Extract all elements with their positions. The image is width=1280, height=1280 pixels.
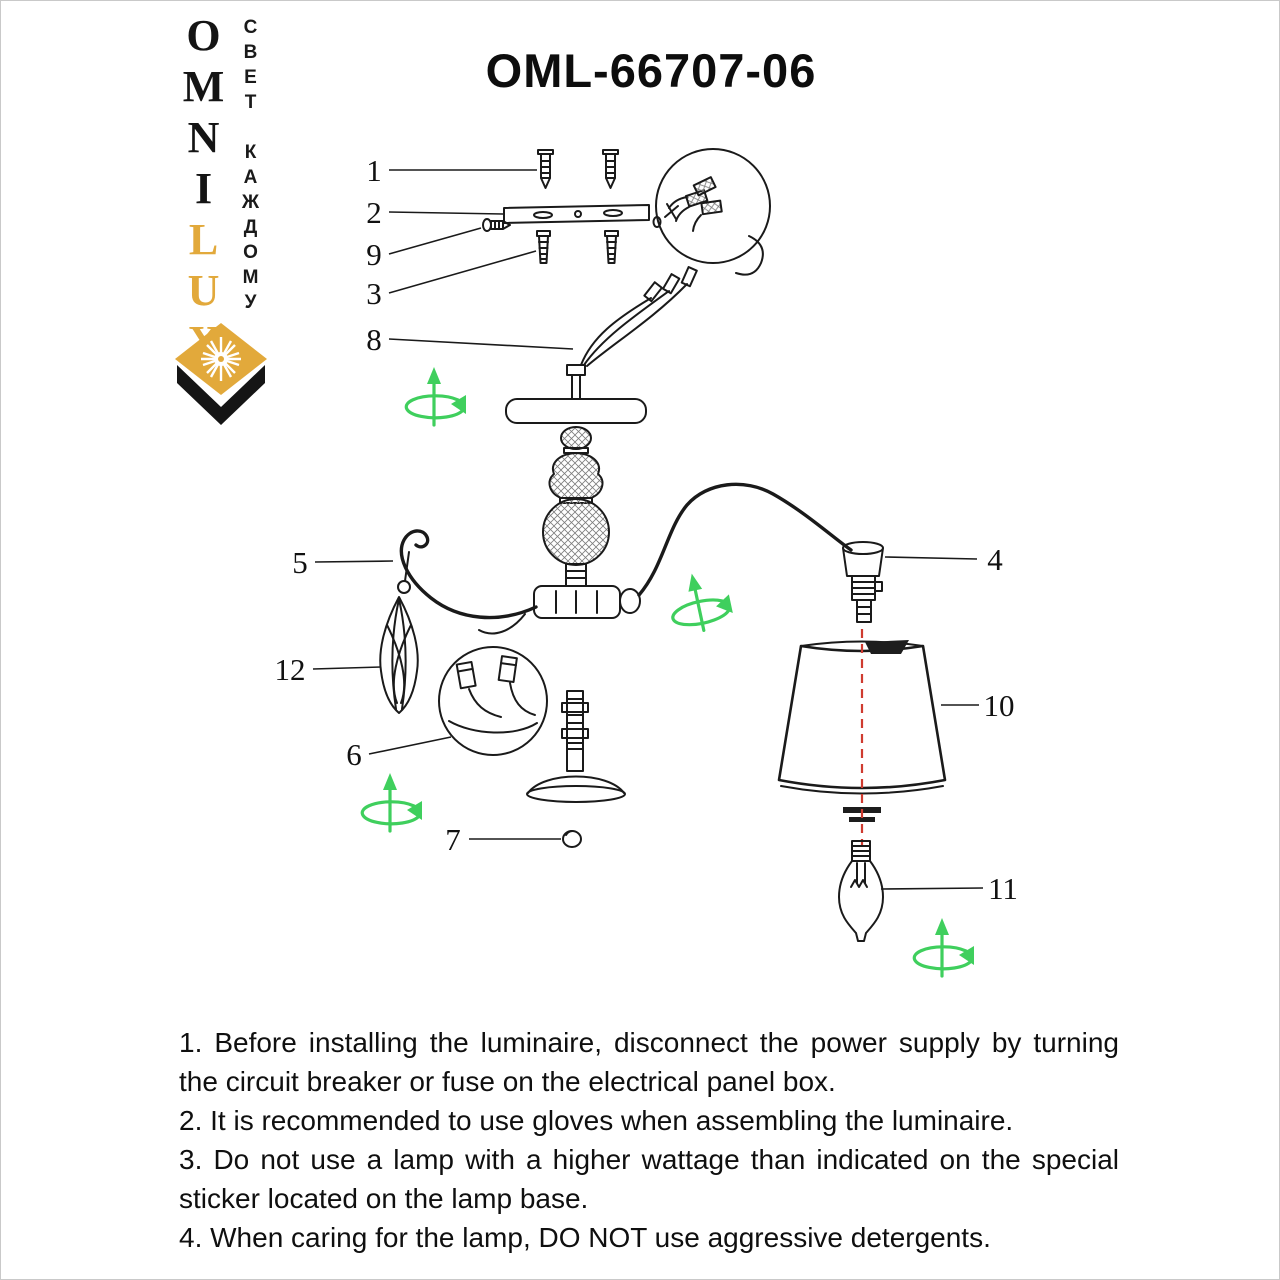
brand-omni: OMNI xyxy=(179,11,228,215)
part-label-6: 6 xyxy=(346,737,362,772)
part-number-labels: 1 2 9 3 8 5 12 6 7 4 10 11 xyxy=(275,153,1018,906)
emblem-black-chevron xyxy=(177,365,265,425)
part-label-1: 1 xyxy=(366,153,382,188)
part-bulb xyxy=(838,840,884,942)
part-label-7: 7 xyxy=(445,822,461,857)
part-label-2: 2 xyxy=(366,195,382,230)
instructions-list: 1. Before installing the luminaire, disc… xyxy=(179,1023,1119,1257)
part-right-arm xyxy=(637,482,853,597)
rotate-arrow-icon xyxy=(663,565,737,638)
part-wires xyxy=(566,266,698,399)
part-label-11: 11 xyxy=(988,871,1018,906)
part-screw-small xyxy=(482,218,511,232)
part-crystal-pendant xyxy=(379,596,419,714)
part-junction-box xyxy=(655,148,771,264)
part-label-3: 3 xyxy=(366,276,382,311)
instruction-item-1: 1. Before installing the luminaire, disc… xyxy=(179,1027,1119,1097)
part-label-9: 9 xyxy=(366,237,382,272)
rotate-arrow-icon xyxy=(404,365,468,427)
leader-lines xyxy=(312,169,984,890)
part-label-5: 5 xyxy=(292,545,308,580)
part-socket-detail xyxy=(438,646,548,756)
model-title: OML-66707-06 xyxy=(485,44,817,97)
instruction-item-2: 2. It is recommended to use gloves when … xyxy=(179,1105,1014,1136)
brand-tagline: СВЕТ КАЖДОМУ xyxy=(240,17,261,317)
part-socket-holder xyxy=(842,541,884,623)
part-label-4: 4 xyxy=(987,542,1003,577)
part-wall-plugs xyxy=(537,149,619,189)
rotate-arrow-icon xyxy=(912,916,976,978)
part-lampshade xyxy=(777,640,947,795)
part-socket-ring xyxy=(849,817,875,822)
instruction-item-3: 3. Do not use a lamp with a higher watta… xyxy=(179,1144,1119,1214)
instruction-item-4: 4. When caring for the lamp, DO NOT use … xyxy=(179,1222,991,1253)
part-finial-ball xyxy=(562,830,582,848)
part-label-12: 12 xyxy=(275,652,306,687)
part-canopy-stem xyxy=(505,398,647,619)
brand-logo: OMNILUX xyxy=(177,11,229,368)
part-hook xyxy=(735,235,764,276)
part-left-arm xyxy=(397,529,538,635)
rotate-arrow-icon xyxy=(360,771,424,833)
brand-emblem xyxy=(175,323,267,425)
part-threaded-rod xyxy=(526,690,626,803)
part-label-8: 8 xyxy=(366,322,382,357)
part-screws xyxy=(536,230,619,264)
part-label-10: 10 xyxy=(984,688,1015,723)
part-mounting-bracket xyxy=(503,204,662,228)
